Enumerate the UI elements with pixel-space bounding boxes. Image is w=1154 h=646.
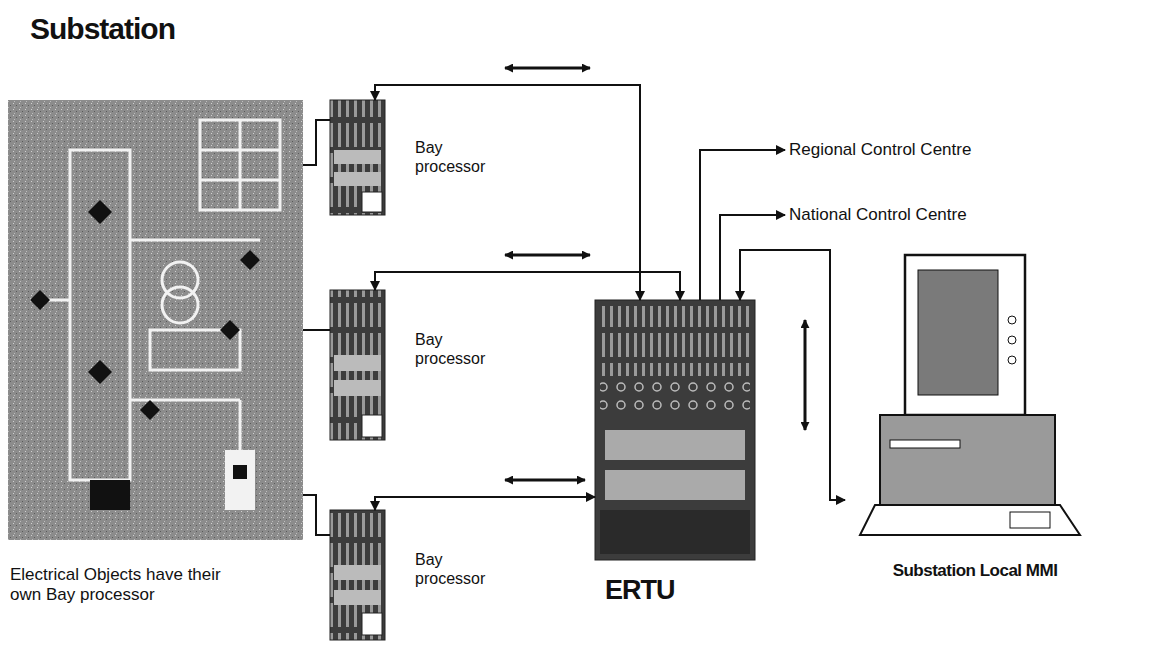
- control-centre: Regional Control Centre: [785, 138, 975, 162]
- bay-processor: Bay processor: [330, 100, 499, 215]
- destination-label: National Control Centre: [785, 203, 971, 227]
- bay-processor: Bay processor: [330, 290, 499, 440]
- panel-heading: Substation: [30, 12, 175, 46]
- connector-line: [303, 120, 330, 165]
- bay-processor-rack: [330, 100, 385, 215]
- connector-line: [375, 272, 680, 300]
- device-label: Bay processor: [415, 138, 495, 176]
- connector-line: [303, 495, 330, 535]
- data-flow-arrow: [505, 68, 805, 480]
- connector-line: [375, 497, 595, 510]
- ertu-rack: [595, 300, 755, 560]
- bay-processor: Bay processor: [330, 510, 499, 640]
- panel-caption: Electrical Objects have their own Bay pr…: [10, 565, 225, 605]
- connector-line: [375, 85, 640, 300]
- local-mmi: Substation Local MMI: [845, 240, 1105, 585]
- substation-panel: SubstationElectrical Objects have their …: [8, 10, 303, 605]
- device-label: ERTU: [605, 575, 675, 606]
- ertu-unit: ERTU: [595, 300, 755, 610]
- device-label: Bay processor: [415, 550, 495, 588]
- connector-line: [700, 150, 785, 300]
- device-label: Substation Local MMI: [845, 561, 1105, 581]
- device-label: Bay processor: [415, 330, 495, 368]
- connector-line: [720, 215, 785, 300]
- substation-picture: [8, 100, 303, 540]
- destination-label: Regional Control Centre: [785, 138, 975, 162]
- connector-line: [303, 329, 330, 331]
- bay-processor-rack: [330, 510, 385, 640]
- bay-processor-rack: [330, 290, 385, 440]
- control-centre: National Control Centre: [785, 203, 971, 227]
- connector-line: [740, 250, 845, 500]
- computer-terminal: [860, 255, 1080, 535]
